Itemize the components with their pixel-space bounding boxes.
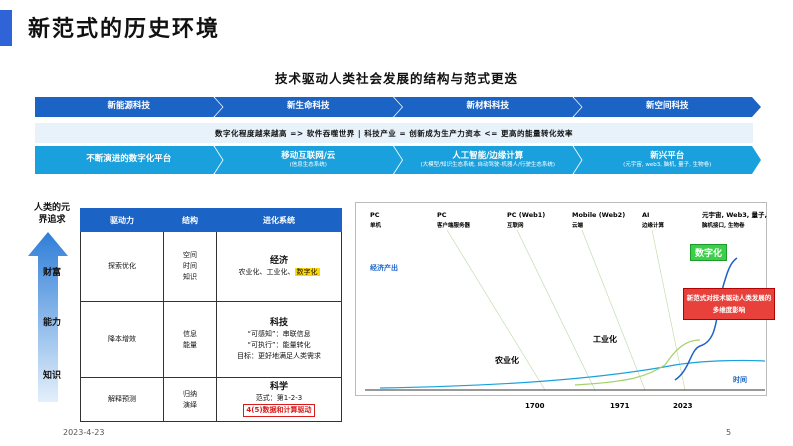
platform-label: 移动互联网/云 (281, 151, 336, 162)
era-label: PC (437, 211, 447, 219)
system-title: 科学 (269, 382, 288, 392)
series-agriculture (379, 359, 766, 389)
structure-item: 时间 (183, 262, 197, 270)
system-line: 范式：第1-2-3 (255, 394, 303, 402)
header-driver: 驱动力 (80, 208, 164, 232)
structure-item: 知识 (183, 273, 197, 281)
era-guide-lines (446, 229, 686, 391)
series-industry (574, 339, 701, 386)
platform-sub: (信息生态系统) (289, 161, 327, 168)
era-sub-label: 客户端服务器 (436, 221, 471, 229)
system-text: 农业化、工业化、 (238, 267, 295, 276)
table-row: 探索优化 空间 时间 知识 经济 农业化、工业化、数字化 (80, 231, 342, 302)
platform-label: 新兴平台 (650, 151, 685, 162)
page-title: 新范式的历史环境 (28, 16, 221, 42)
platform-arrow-4: 新兴平台(元宇宙, web3, 脑机, 量子, 生物卷) (574, 146, 762, 174)
side-level-ability: 能力 (43, 318, 62, 328)
series-label-agriculture: 农业化 (494, 355, 519, 365)
table-header-row: 驱动力 结构 进化系统 (80, 208, 342, 232)
platform-arrow-1: 不断演进的数字化平台 (35, 146, 223, 174)
row-system: 科学 范式：第1-2-3 4(5)数据和计算驱动 (216, 377, 342, 422)
era-sub-label: 云端 (572, 221, 584, 229)
y-axis-label: 经济产出 (370, 263, 398, 272)
era-guide-line (581, 229, 646, 391)
tech-arrow-2: 新生命科技 (215, 97, 403, 117)
table-row: 解释预测 归纳 演绎 科学 范式：第1-2-3 4(5)数据和计算驱动 (80, 377, 342, 422)
side-title: 人类的元界追求 (33, 203, 70, 225)
economic-output-chart: PC 单机 PC 客户端服务器 PC (Web1) 互联网 Mobile (Web2) 云端 A… (365, 210, 767, 410)
era-label: PC (Web1) (507, 211, 545, 219)
tech-arrow-4: 新空间科技 (574, 97, 762, 117)
footer-date: 2023-4-23 (63, 428, 105, 437)
system-line: 目标：更好地满足人类需求 (237, 351, 321, 360)
header-system: 进化系统 (216, 208, 342, 232)
system-title: 经济 (269, 255, 288, 266)
x-tick-1971: 1971 (610, 402, 630, 410)
tech-arrow-1: 新能源科技 (35, 97, 223, 117)
era-guide-line (651, 229, 686, 391)
era-label: Mobile (Web2) (572, 211, 625, 219)
system-highlight: 数字化 (294, 267, 320, 276)
tech-arrow-3: 新材料科技 (394, 97, 582, 117)
era-label: AI (642, 211, 649, 219)
slide-subtitle: 技术驱动人类社会发展的结构与范式更迭 (274, 71, 518, 86)
era-label: PC (370, 211, 380, 219)
platform-label: 人工智能/边缘计算 (452, 151, 524, 162)
system-line: 农业化、工业化、数字化 (219, 267, 339, 278)
new-paradigm-callout: 新范式对技术驱动人类发展的多维度影响 (683, 288, 775, 320)
row-system: 经济 农业化、工业化、数字化 (216, 231, 342, 302)
platform-arrow-row: 不断演进的数字化平台 移动互联网/云(信息生态系统) 人工智能/边缘计算(大模型… (35, 146, 753, 174)
era-label: 元宇宙, Web3, 量子, (702, 210, 767, 219)
evolution-table: 驱动力 结构 进化系统 探索优化 空间 时间 知识 经济 农业化、工业化、数字化… (80, 208, 342, 422)
system-line: “可感知”：串联信息 (247, 329, 311, 338)
era-sub-label: 单机 (370, 221, 382, 229)
x-tick-1700: 1700 (525, 402, 545, 410)
title-accent-bar (0, 10, 12, 46)
system-line: “可执行”：能量转化 (247, 340, 311, 349)
tech-arrow-row: 新能源科技 新生命科技 新材料科技 新空间科技 (35, 97, 753, 117)
system-title: 科技 (269, 317, 288, 328)
era-sub-label: 互联网 (507, 221, 524, 229)
structure-item: 信息 (183, 329, 197, 338)
page-number: 5 (726, 428, 732, 437)
row-driver: 解释预测 (80, 377, 164, 422)
row-driver: 探索优化 (80, 231, 164, 302)
structure-item: 演绎 (183, 400, 197, 409)
platform-sub: (大模型/知识生态系统, 自动驾驶-机器人/行驶生态系统) (420, 161, 555, 168)
era-sub-label: 边缘计算 (641, 221, 665, 229)
x-axis-label: 时间 (733, 375, 747, 384)
side-level-wealth: 财富 (43, 268, 62, 278)
row-driver: 降本增效 (80, 301, 164, 378)
side-level-knowledge: 知识 (43, 371, 62, 381)
era-sub-label: 脑机接口, 生物卷 (702, 221, 745, 229)
row-structure: 空间 时间 知识 (163, 231, 217, 302)
row-system: 科技 “可感知”：串联信息 “可执行”：能量转化 目标：更好地满足人类需求 (216, 301, 342, 378)
structure-item: 空间 (183, 251, 197, 259)
header-structure: 结构 (163, 208, 217, 232)
digitalization-banner: 数字化程度越来越高 => 软件吞噬世界 | 科技产业 = 创新成为生产力资本 <… (35, 123, 753, 143)
row-structure: 信息 能量 (163, 301, 217, 378)
era-guide-line (516, 229, 596, 391)
series-label-industry: 工业化 (593, 334, 617, 344)
table-row: 降本增效 信息 能量 科技 “可感知”：串联信息 “可执行”：能量转化 目标：更… (80, 301, 342, 378)
structure-item: 能量 (183, 340, 197, 349)
x-tick-2023: 2023 (673, 402, 693, 410)
platform-label: 不断演进的数字化平台 (86, 154, 172, 165)
era-labels: PC 单机 PC 客户端服务器 PC (Web1) 互联网 Mobile (Web2) 云端 A… (370, 210, 767, 229)
system-highlight: 4(5)数据和计算驱动 (243, 404, 315, 417)
platform-arrow-2: 移动互联网/云(信息生态系统) (215, 146, 403, 174)
platform-sub: (元宇宙, web3, 脑机, 量子, 生物卷) (623, 161, 712, 168)
era-guide-line (446, 229, 546, 391)
digital-badge: 数字化 (690, 244, 728, 261)
series-digital (674, 257, 738, 381)
up-arrow-icon (28, 232, 68, 402)
row-structure: 归纳 演绎 (163, 377, 217, 422)
platform-arrow-3: 人工智能/边缘计算(大模型/知识生态系统, 自动驾驶-机器人/行驶生态系统) (394, 146, 582, 174)
structure-item: 归纳 (183, 389, 197, 398)
